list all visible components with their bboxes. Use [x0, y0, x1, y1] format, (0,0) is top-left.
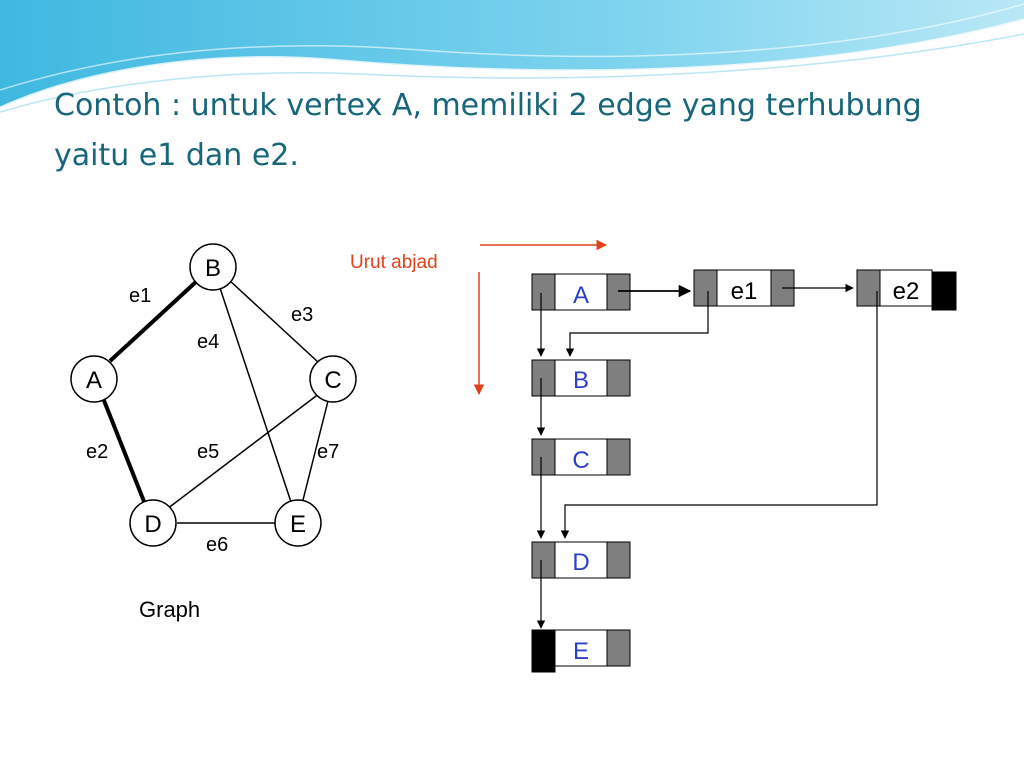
- list-node-e: E: [531, 629, 631, 673]
- edge-e3: [228, 279, 319, 363]
- list-node-label-a: A: [573, 282, 589, 309]
- edge-e1: [108, 278, 200, 363]
- edge-node-label-e1: e1: [731, 278, 758, 305]
- vertex-label-e: E: [290, 511, 306, 538]
- edge-label-e2: e2: [86, 441, 108, 463]
- edge-node-e1: e1: [693, 269, 795, 307]
- list-node-label-b: B: [573, 367, 589, 394]
- vertex-b: B: [189, 243, 237, 291]
- slide-title-line-1: Contoh : untuk vertex A, memiliki 2 edge…: [54, 88, 922, 123]
- vertex-a: A: [70, 355, 118, 403]
- vertex-e: E: [274, 499, 322, 547]
- edge-label-e4: e4: [197, 331, 219, 353]
- edge-label-e6: e6: [206, 534, 228, 556]
- list-node-d: D: [531, 541, 631, 579]
- edge-node-e2: e2: [856, 269, 957, 311]
- vertex-label-c: C: [324, 367, 341, 394]
- edge-label-e7: e7: [317, 441, 339, 463]
- vertex-label-d: D: [144, 511, 161, 538]
- vertex-label-a: A: [86, 367, 102, 394]
- vertex-label-b: B: [205, 255, 221, 282]
- list-node-c: C: [531, 438, 631, 476]
- list-node-label-c: C: [572, 447, 589, 474]
- edge-e7: [302, 400, 329, 501]
- slide-title-line-2: yaitu e1 dan e2.: [54, 138, 299, 173]
- vertex-d: D: [129, 499, 177, 547]
- edge-e4: [219, 287, 292, 503]
- edge-e5: [166, 392, 321, 510]
- edge-node-label-e2: e2: [893, 278, 920, 305]
- header-wave-decoration: [0, 0, 1024, 113]
- list-node-a: A: [531, 273, 631, 311]
- list-pointers: [536, 283, 878, 629]
- graph-edges: [101, 278, 329, 524]
- graph-vertices: B A C D E: [70, 243, 357, 547]
- graph-caption: Graph: [139, 597, 200, 622]
- edge-e2: [101, 397, 147, 505]
- edge-label-e3: e3: [291, 304, 313, 326]
- null-pointer-cell: [931, 271, 957, 311]
- list-node-label-d: D: [572, 549, 589, 576]
- graph-edge-labels: e1 e2 e3 e4 e5 e6 e7: [86, 285, 339, 556]
- list-node-b: B: [531, 359, 631, 397]
- list-node-label-e: E: [573, 638, 589, 665]
- vertex-c: C: [309, 355, 357, 403]
- order-note-label: Urut abjad: [350, 252, 438, 273]
- edge-label-e5: e5: [197, 441, 219, 463]
- null-pointer-cell: [531, 629, 556, 673]
- edge-label-e1: e1: [129, 285, 151, 307]
